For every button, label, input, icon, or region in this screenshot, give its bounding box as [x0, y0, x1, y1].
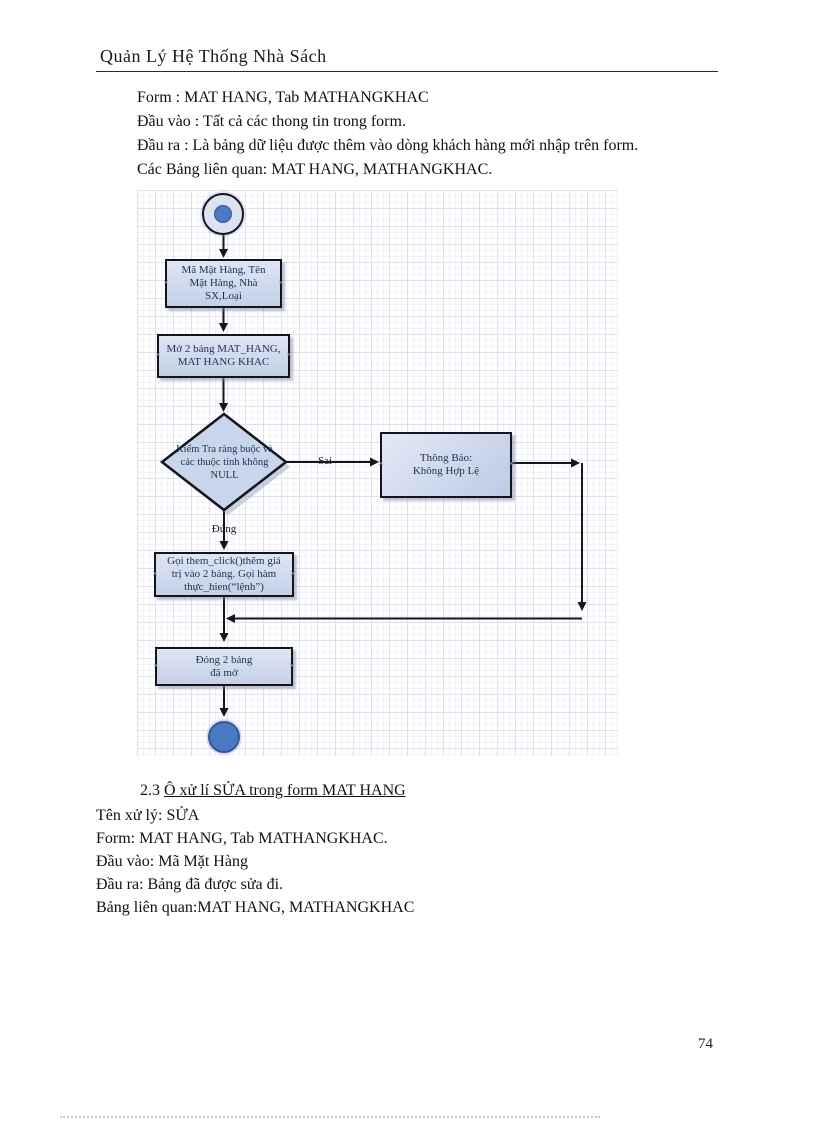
edge-label-sai: Sai — [317, 455, 333, 467]
arrowhead-down-icon — [577, 602, 587, 611]
flowchart-connectors — [159, 234, 587, 717]
box-text-line: Kiểm Tra ràng buộc và — [176, 443, 273, 455]
page-header-title: Quản Lý Hệ Thống Nhà Sách — [100, 46, 327, 66]
box-text-line: Mặt Hàng, Nhà — [189, 277, 258, 289]
intro-line: Đầu ra : Là bảng dữ liệu được thêm vào d… — [137, 137, 639, 154]
section-line: Tên xử lý: SỬA — [96, 807, 200, 824]
arrowhead-down-icon — [219, 541, 229, 550]
box-text-line: Gọi them_click()thêm giá — [167, 555, 281, 567]
process-box-close-tables: Đóng 2 bảng đã mở — [155, 647, 293, 686]
box-text-line: trị vào 2 bảng. Gọi hàm — [171, 568, 277, 580]
intro-line: Các Bảng liên quan: MAT HANG, MATHANGKHA… — [137, 161, 493, 178]
box-text-line: MAT HANG KHAC — [177, 356, 270, 368]
decision-text: Kiểm Tra ràng buộc và các thuộc tính khô… — [162, 428, 287, 496]
section-line: Form: MAT HANG, Tab MATHANGKHAC. — [96, 830, 388, 847]
header-rule — [96, 71, 718, 72]
arrowhead-down-icon — [219, 249, 228, 258]
page-number: 74 — [698, 1036, 713, 1052]
box-text-line: Mở 2 bảng MAT_HANG, — [166, 343, 281, 355]
intro-paragraph: Form : MAT HANG, Tab MATHANGKHAC Đầu vào… — [137, 86, 638, 182]
arrowhead-left-icon — [226, 614, 235, 623]
section-paragraph: Tên xử lý: SỬA Form: MAT HANG, Tab MATHA… — [96, 804, 414, 919]
intro-line: Đầu vào : Tất cả các thong tin trong for… — [137, 113, 406, 130]
section-line: Đầu ra: Bảng đã được sửa đi. — [96, 876, 284, 893]
section-heading: 2.3 Ô xử lí SỬA trong form MAT HANG — [140, 782, 406, 800]
end-node — [208, 721, 240, 753]
arrowhead-right-icon — [571, 458, 580, 468]
box-text-line: các thuộc tính không — [180, 456, 269, 468]
process-box-input: Mã Mặt Hàng, Tên Mặt Hàng, Nhà SX,Loại — [165, 259, 282, 308]
box-text-line: SX,Loại — [205, 290, 242, 302]
box-text-line: Đóng 2 bảng — [195, 653, 253, 666]
decision-diamond — [159, 412, 289, 512]
section-line: Đầu vào: Mã Mặt Hàng — [96, 853, 248, 870]
arrowhead-down-icon — [219, 633, 229, 642]
arrowhead-down-icon — [219, 403, 228, 412]
process-box-call-function: Gọi them_click()thêm giá trị vào 2 bảng.… — [154, 552, 294, 597]
flowchart-canvas: Mã Mặt Hàng, Tên Mặt Hàng, Nhà SX,Loại M… — [137, 190, 618, 756]
box-text-line: đã mở — [210, 666, 238, 679]
box-text-line: Không Hợp Lệ — [412, 465, 480, 477]
section-line: Bảng liên quan:MAT HANG, MATHANGKHAC — [96, 899, 415, 916]
section-title: Ô xử lí SỬA trong form MAT HANG — [164, 782, 406, 799]
start-node-inner-icon — [214, 205, 232, 223]
start-node — [202, 193, 244, 235]
arrowhead-down-icon — [219, 708, 229, 717]
intro-line: Form : MAT HANG, Tab MATHANGKHAC — [137, 89, 429, 106]
process-box-error-message: Thông Báo: Không Hợp Lệ — [380, 432, 512, 498]
page-bottom-edge — [60, 1116, 600, 1118]
box-text-line: Thông Báo: — [419, 452, 473, 464]
box-text-line: thực_hien(“lệnh”) — [184, 581, 264, 593]
box-text-line: Mã Mặt Hàng, Tên — [181, 264, 266, 276]
edge-label-dung: Đúng — [211, 523, 237, 535]
arrowhead-down-icon — [219, 323, 228, 332]
box-text-line: NULL — [210, 469, 239, 481]
section-number: 2.3 — [140, 782, 160, 799]
arrowhead-right-icon — [370, 457, 379, 467]
process-box-open-tables: Mở 2 bảng MAT_HANG, MAT HANG KHAC — [157, 334, 290, 378]
